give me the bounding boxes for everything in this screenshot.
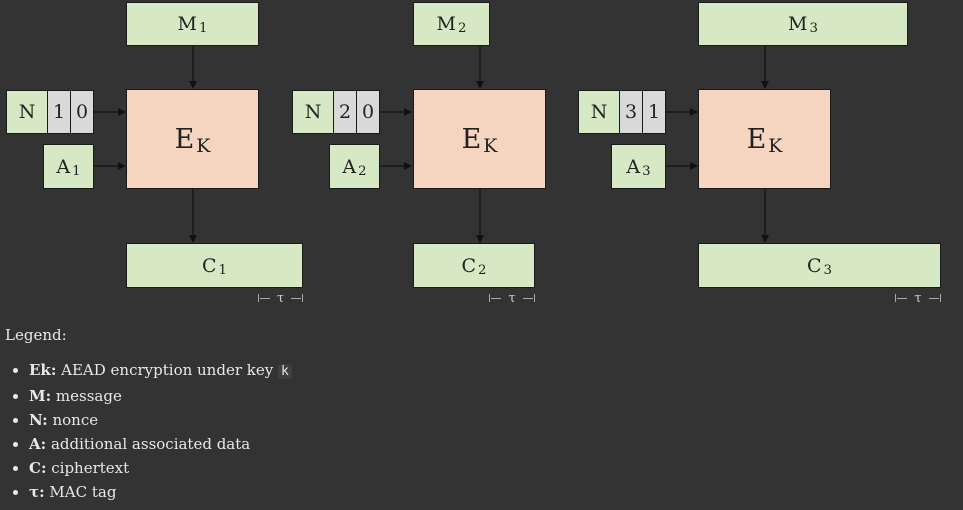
- message-label-3: M: [788, 13, 808, 35]
- legend-term: Ek:: [29, 361, 57, 379]
- mac-tag-span-1: τ: [258, 290, 303, 306]
- nonce-box-1: N: [6, 90, 48, 134]
- legend-term: C:: [29, 459, 47, 477]
- nonce-box-3: N: [578, 90, 620, 134]
- legend-term: N:: [29, 411, 48, 429]
- legend-item-encryption: Ek: AEAD encryption under key k: [29, 358, 292, 384]
- legend-text: additional associated data: [46, 435, 251, 453]
- message-subscript-3: 3: [809, 21, 818, 37]
- legend-term: τ:: [29, 483, 45, 501]
- legend-item-message: M: message: [29, 384, 292, 408]
- message-subscript-1: 1: [199, 21, 208, 37]
- message-subscript-2: 2: [458, 21, 467, 37]
- encryption-key-subscript-2: K: [483, 134, 498, 157]
- nonce-counter-digit-3b: 1: [642, 90, 666, 134]
- legend-item-associated-data: A: additional associated data: [29, 432, 292, 456]
- associated-data-subscript-3: 3: [642, 163, 651, 179]
- legend-text: message: [51, 387, 122, 405]
- encryption-key-subscript-3: K: [768, 134, 783, 157]
- legend-list: Ek: AEAD encryption under key k M: messa…: [5, 358, 292, 504]
- message-label-1: M: [177, 13, 197, 35]
- legend-item-mac-tag: τ: MAC tag: [29, 480, 292, 504]
- nonce-counter-digit-text-2a: 2: [338, 101, 352, 123]
- legend-item-nonce: N: nonce: [29, 408, 292, 432]
- encryption-label-2: E: [461, 123, 482, 155]
- nonce-counter-digit-text-1a: 1: [52, 101, 66, 123]
- nonce-label-3: N: [590, 101, 608, 123]
- legend-item-ciphertext: C: ciphertext: [29, 456, 292, 480]
- nonce-counter-digit-text-3a: 3: [624, 101, 638, 123]
- ciphertext-subscript-1: 1: [218, 262, 227, 278]
- nonce-counter-digit-text-2b: 0: [361, 101, 375, 123]
- nonce-counter-digit-text-1b: 0: [75, 101, 89, 123]
- nonce-label-1: N: [18, 101, 36, 123]
- legend-code-key: k: [277, 364, 292, 379]
- encryption-label-3: E: [746, 123, 767, 155]
- legend-text: nonce: [47, 411, 99, 429]
- mac-tag-span-2: τ: [489, 290, 535, 306]
- mac-tag-label-2: τ: [508, 290, 516, 306]
- legend-term: M:: [29, 387, 52, 405]
- nonce-box-2: N: [292, 90, 334, 134]
- ciphertext-label-1: C: [201, 254, 217, 277]
- legend-title: Legend:: [5, 326, 67, 344]
- associated-data-label-3: A: [626, 155, 641, 178]
- nonce-label-2: N: [304, 101, 322, 123]
- encryption-key-subscript-1: K: [196, 134, 211, 157]
- legend-text: AEAD encryption under key: [56, 361, 278, 379]
- mac-tag-span-3: τ: [895, 290, 941, 306]
- associated-data-label-1: A: [56, 155, 71, 178]
- mac-tag-label-3: τ: [914, 290, 922, 306]
- mac-tag-label-1: τ: [276, 290, 285, 306]
- legend-text: ciphertext: [46, 459, 130, 477]
- legend: Legend: Ek: AEAD encryption under key k …: [5, 326, 292, 504]
- associated-data-subscript-2: 2: [358, 163, 367, 179]
- nonce-counter-digit-3a: 3: [619, 90, 643, 134]
- ciphertext-subscript-2: 2: [478, 262, 487, 278]
- ciphertext-label-2: C: [461, 254, 477, 277]
- nonce-counter-digit-1a: 1: [47, 90, 71, 134]
- associated-data-subscript-1: 1: [72, 163, 81, 179]
- nonce-counter-digit-2b: 0: [356, 90, 380, 134]
- associated-data-label-2: A: [342, 155, 357, 178]
- nonce-counter-digit-2a: 2: [333, 90, 357, 134]
- legend-text: MAC tag: [44, 483, 117, 501]
- nonce-counter-digit-1b: 0: [70, 90, 94, 134]
- legend-term: A:: [29, 435, 47, 453]
- message-label-2: M: [436, 13, 456, 35]
- nonce-counter-digit-text-3b: 1: [647, 101, 661, 123]
- ciphertext-subscript-3: 3: [823, 262, 832, 278]
- encryption-label-1: E: [174, 123, 195, 155]
- ciphertext-label-3: C: [806, 254, 822, 277]
